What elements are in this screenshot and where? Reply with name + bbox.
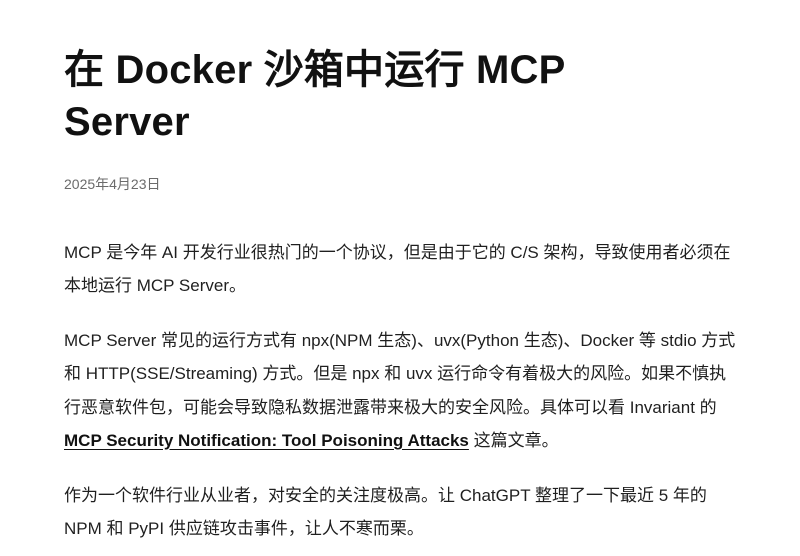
paragraph-risks: MCP Server 常见的运行方式有 npx(NPM 生态)、uvx(Pyth…	[64, 324, 736, 457]
mcp-security-notification-link[interactable]: MCP Security Notification: Tool Poisonin…	[64, 430, 469, 450]
article-date: 2025年4月23日	[64, 176, 161, 192]
paragraph-conclusion: 作为一个软件行业从业者，对安全的关注度极高。让 ChatGPT 整理了一下最近 …	[64, 485, 707, 538]
paragraph-risks-text-after: 这篇文章。	[468, 430, 559, 450]
paragraph-intro: MCP 是今年 AI 开发行业很热门的一个协议，但是由于它的 C/S 架构，导致…	[64, 243, 731, 296]
article-body: MCP 是今年 AI 开发行业很热门的一个协议，但是由于它的 C/S 架构，导致…	[64, 236, 736, 545]
paragraph-risks-text-before: MCP Server 常见的运行方式有 npx(NPM 生态)、uvx(Pyth…	[64, 331, 736, 417]
article-title: 在 Docker 沙箱中运行 MCP Server	[64, 48, 565, 144]
